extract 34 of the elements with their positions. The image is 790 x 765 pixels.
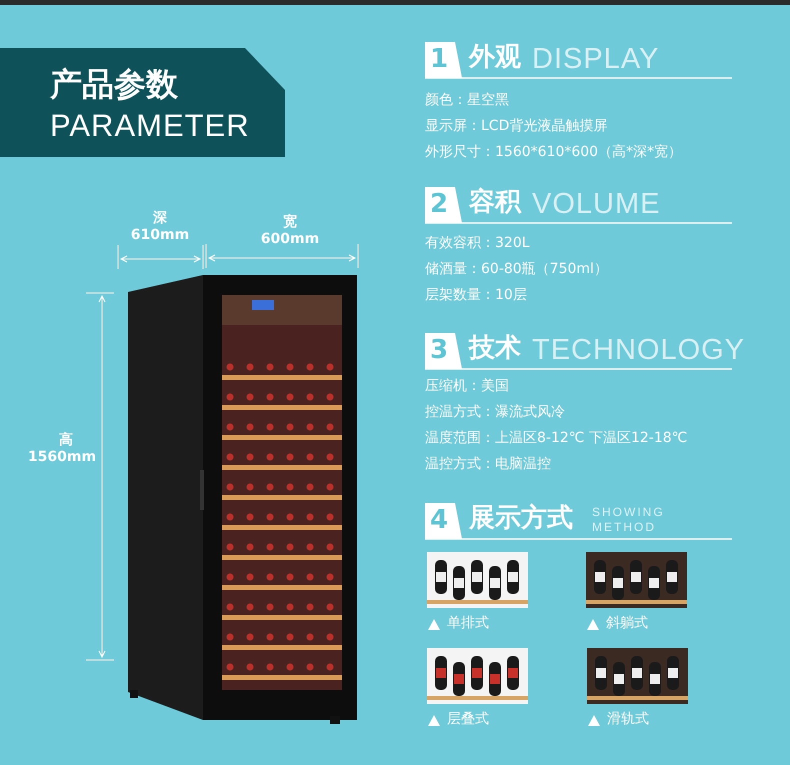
section-number: 1: [430, 45, 448, 75]
section-title: 外观: [469, 43, 521, 73]
dimension-value: 1560mm: [28, 449, 96, 466]
section-subtitle: SHOWING METHOD: [592, 505, 666, 535]
section-number: 4: [430, 506, 448, 536]
subheading: PARAMETER: [50, 108, 250, 144]
dimension-value: 600mm: [260, 231, 320, 248]
spec-line: 层架数量：10层: [425, 287, 527, 304]
picture-caption: 层叠式: [447, 711, 489, 728]
dimension-value: 610mm: [130, 227, 190, 244]
picture-caption: 斜躺式: [606, 615, 648, 632]
section-number: 2: [430, 190, 448, 220]
spec-line: 压缩机：美国: [425, 378, 509, 394]
spec-line: 颜色：星空黑: [425, 92, 509, 108]
spec-line: 控温方式：瀑流式风冷: [425, 404, 565, 420]
spec-line: 外形尺寸：1560*610*600（高*深*宽）: [425, 144, 682, 160]
section-title: 容积: [469, 188, 521, 218]
section-title: 展示方式: [469, 504, 573, 534]
dimension-label: 深: [153, 210, 167, 226]
spec-line: 有效容积：320L: [425, 235, 530, 252]
section-subtitle: TECHNOLOGY: [532, 334, 746, 368]
spec-line: 储酒量：60-80瓶（750ml）: [425, 261, 608, 278]
section-number: 3: [430, 336, 448, 366]
picture-caption: 单排式: [447, 615, 489, 632]
section-subtitle: DISPLAY: [532, 43, 660, 76]
spec-line: 显示屏：LCD背光液晶触摸屏: [425, 118, 608, 134]
dimension-label: 宽: [283, 214, 297, 230]
spec-line: 温度范围：上温区8-12℃ 下温区12-18℃: [425, 430, 688, 446]
section-subtitle: VOLUME: [532, 188, 660, 222]
section-title: 技术: [469, 334, 521, 364]
picture-caption: 滑轨式: [607, 711, 649, 728]
spec-line: 温控方式：电脑温控: [425, 456, 551, 472]
heading: 产品参数: [50, 66, 178, 103]
dimension-label: 高: [59, 432, 73, 448]
